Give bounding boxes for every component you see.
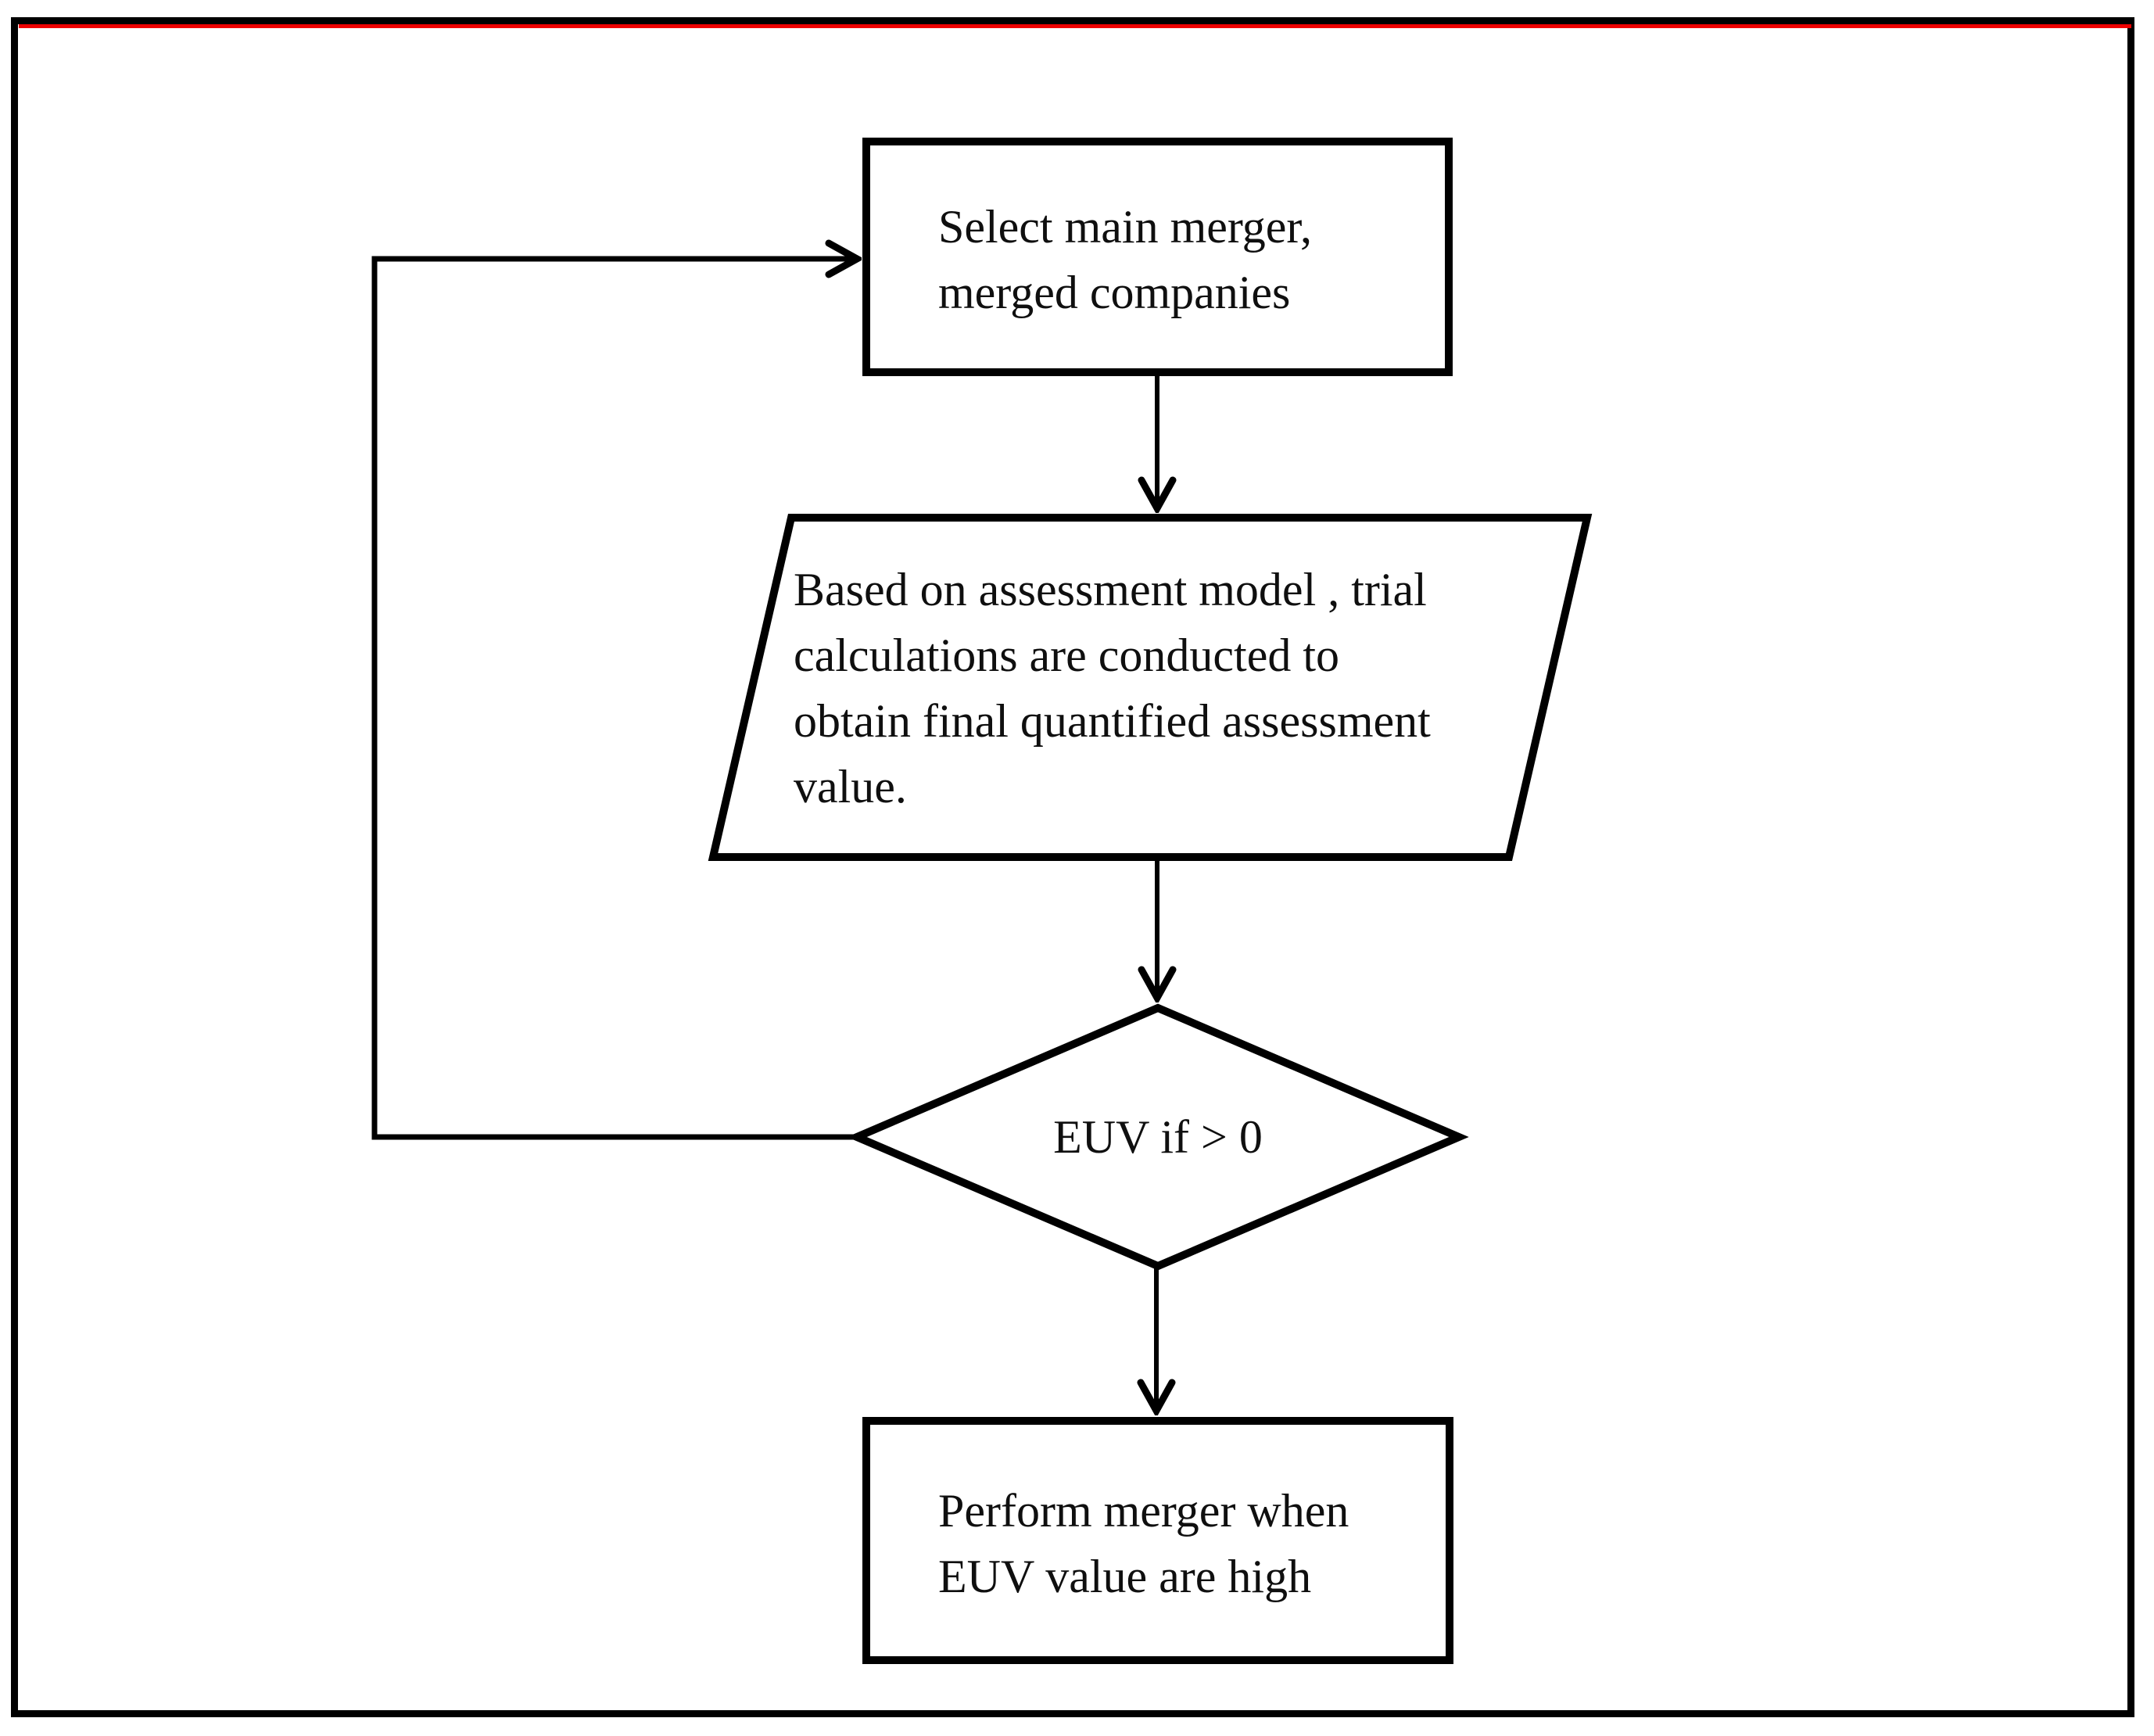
page-border — [11, 17, 2134, 1717]
node-trial-calculations-shape — [708, 514, 1593, 861]
node-perform-merger-label: Perform merger when EUV value are high — [938, 1485, 1349, 1602]
node-perform-merger-shape — [862, 1417, 1453, 1664]
node-euv-decision-label: EUV if > 0 — [1053, 1111, 1263, 1163]
edge-decision-feedback-loop-arrow — [371, 259, 858, 1140]
top-accent-line — [19, 24, 2131, 28]
node-select-companies-label: Select main merger, merged companies — [938, 201, 1312, 318]
node-select-companies-shape — [862, 138, 1453, 376]
node-trial-calculations-label: Based on assessment model , trial calcul… — [794, 564, 1431, 812]
node-euv-decision-shape — [847, 1003, 1469, 1271]
